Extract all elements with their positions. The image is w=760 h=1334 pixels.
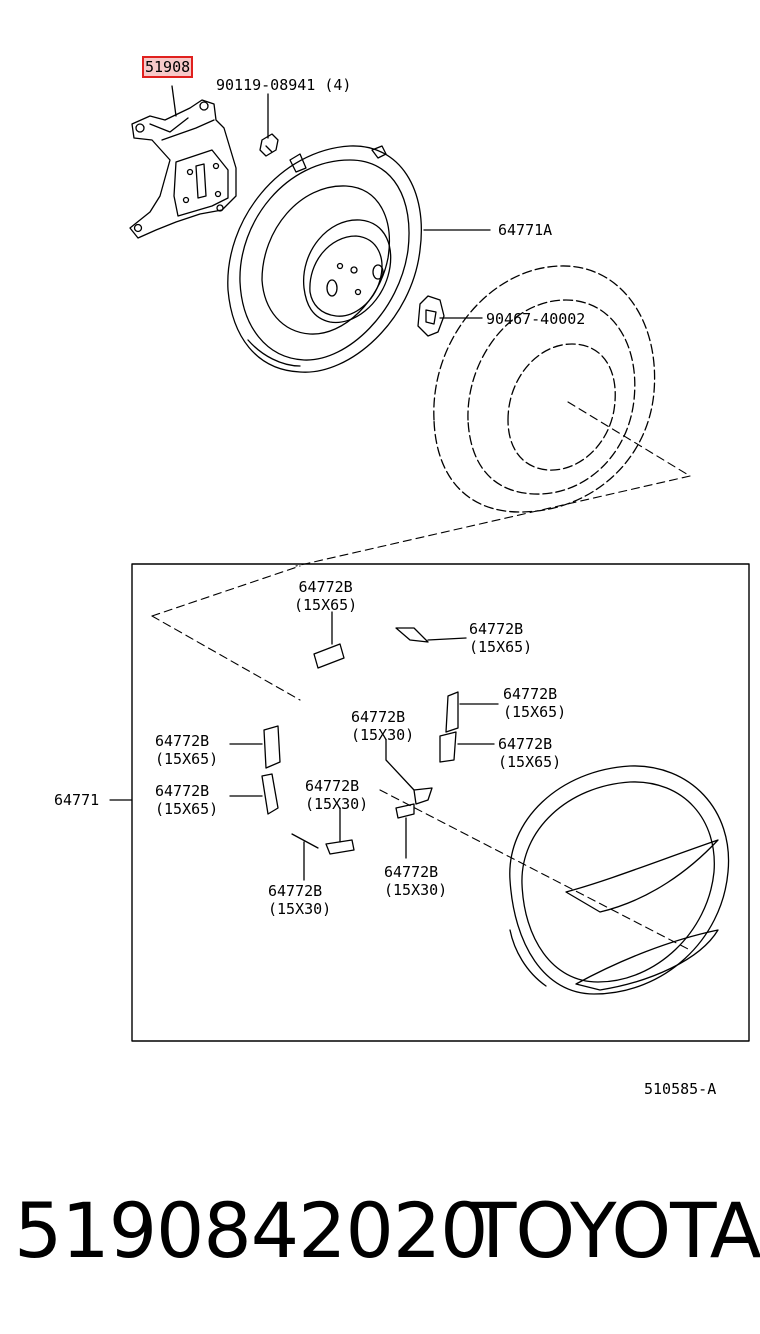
tape-size: (15X30)	[384, 881, 448, 899]
tape-label-center-mid[interactable]: 64772B (15X30)	[305, 777, 368, 813]
carrier-bracket-drawing	[130, 86, 236, 238]
tape-part-number: 64772B	[305, 777, 360, 795]
tape-label-top-left[interactable]: 64772B (15X65)	[294, 578, 357, 614]
figure-id: 510585-A	[644, 1080, 716, 1098]
figure-id-text: 510585-A	[644, 1080, 717, 1098]
tape-size: (15X65)	[503, 703, 567, 721]
tape-part-number: 64772B	[298, 578, 353, 596]
tape-part-number: 64772B	[155, 732, 210, 750]
tape-label-left-2[interactable]: 64772B (15X65)	[155, 782, 218, 818]
clip-drawing	[418, 296, 482, 336]
tape-label-bottom-left[interactable]: 64772B (15X30)	[268, 882, 331, 918]
tape-part-number: 64772B	[503, 685, 558, 703]
cushion-tapes	[230, 612, 498, 880]
tape-label-right-1[interactable]: 64772B (15X65)	[503, 685, 566, 721]
tape-part-number: 64772B	[351, 708, 406, 726]
projection-lines	[152, 402, 690, 950]
tape-size: (15X65)	[155, 800, 219, 818]
tape-size: (15X65)	[155, 750, 219, 768]
spare-tire-cover-drawing	[228, 146, 490, 372]
detail-box	[132, 564, 749, 1041]
bolt-quantity: (4)	[324, 76, 352, 94]
tape-part-number: 64772B	[384, 863, 439, 881]
tape-part-number: 64772B	[155, 782, 210, 800]
spare-tire-drawing	[434, 266, 655, 512]
bolt-part-number: 90119-08941	[216, 76, 316, 94]
tape-size: (15X65)	[469, 638, 533, 656]
tape-size: (15X30)	[305, 795, 369, 813]
box-ref-part-number: 64771	[54, 791, 100, 809]
tape-label-top-right[interactable]: 64772B (15X65)	[469, 620, 532, 656]
tape-size: (15X65)	[498, 753, 562, 771]
tape-part-number: 64772B	[498, 735, 553, 753]
clip-part-number: 90467-40002	[486, 310, 586, 328]
footer-brand: TOYOTA	[470, 1186, 760, 1275]
highlighted-part-label[interactable]: 51908	[142, 56, 194, 78]
part-label-bolt[interactable]: 90119-08941 (4)	[216, 76, 351, 94]
part-label-box-ref[interactable]: 64771	[54, 791, 99, 809]
tape-size: (15X30)	[351, 726, 415, 744]
tape-label-right-2[interactable]: 64772B (15X65)	[498, 735, 561, 771]
cover-detail-drawing	[510, 766, 729, 994]
part-label-clip[interactable]: 90467-40002	[486, 310, 585, 328]
part-label-carrier[interactable]: 51908	[142, 56, 194, 78]
cover-assy-part-number: 64771A	[498, 221, 553, 239]
tape-label-center-upper[interactable]: 64772B (15X30)	[351, 708, 414, 744]
tape-label-left-1[interactable]: 64772B (15X65)	[155, 732, 218, 768]
part-label-cover-assy[interactable]: 64771A	[498, 221, 552, 239]
tape-part-number: 64772B	[268, 882, 323, 900]
bolt-drawing	[260, 94, 278, 156]
tape-size: (15X65)	[294, 596, 358, 614]
tape-size: (15X30)	[268, 900, 332, 918]
tape-part-number: 64772B	[469, 620, 524, 638]
tape-label-center-lower[interactable]: 64772B (15X30)	[384, 863, 447, 899]
footer-part-number: 5190842020	[14, 1186, 489, 1275]
